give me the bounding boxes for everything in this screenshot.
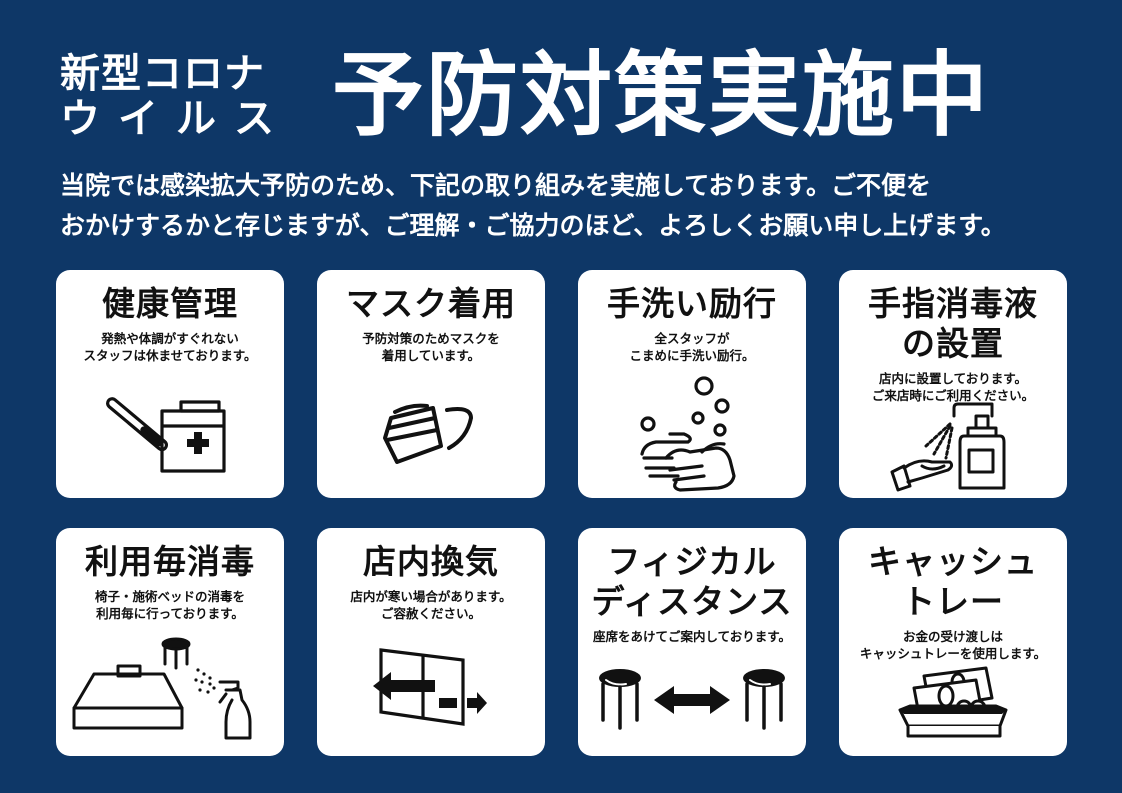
card-title-line: キャッシュ <box>868 542 1038 581</box>
card-desc-line: ご来店時にご利用ください。 <box>871 388 1035 403</box>
card-desc-line: こまめに手洗い励行。 <box>629 348 755 363</box>
card-title: 手洗い励行 <box>578 284 806 324</box>
window-ventilation-icon <box>373 648 487 726</box>
card-desc-line: ご容赦ください。 <box>380 606 481 621</box>
card-title-line: の設置 <box>902 324 1004 363</box>
card-health-management: 健康管理 発熱や体調がすぐれない スタッフは休ませております。 <box>56 270 284 498</box>
card-title: 健康管理 <box>56 284 284 324</box>
card-title: キャッシュ トレー <box>839 542 1067 622</box>
card-mask: マスク着用 予防対策のためマスクを 着用しています。 <box>317 270 545 498</box>
card-description: 椅子・施術ベッドの消毒を 利用毎に行っております。 <box>56 588 284 622</box>
card-title-line: 健康管理 <box>102 284 238 323</box>
card-title: フィジカル ディスタンス <box>578 542 806 622</box>
card-cash-tray: キャッシュ トレー お金の受け渡しは キャッシュトレーを使用します。 <box>839 528 1067 756</box>
thermometer-first-aid-kit-icon <box>106 397 226 473</box>
card-title-line: 利用毎消毒 <box>85 542 255 581</box>
cash-tray-icon <box>898 666 1008 738</box>
card-description: 店内に設置しております。 ご来店時にご利用ください。 <box>839 370 1067 404</box>
card-desc-line: キャッシュトレーを使用します。 <box>859 646 1047 661</box>
card-description: 予防対策のためマスクを 着用しています。 <box>317 330 545 364</box>
sub-title-line2: ウイルス <box>60 96 292 142</box>
card-desc-line: 発熱や体調がすぐれない <box>101 331 239 346</box>
card-desc-line: 椅子・施術ベッドの消毒を <box>94 589 245 604</box>
card-desc-line: 全スタッフが <box>654 331 730 346</box>
measures-grid: 健康管理 発熱や体調がすぐれない スタッフは休ませております。 <box>56 270 1067 756</box>
card-desc-line: 予防対策のためマスクを <box>362 331 500 346</box>
intro-line2: おかけするかと存じますが、ご理解・ご協力のほど、よろしくお願い申し上げます。 <box>60 211 1006 240</box>
card-description: お金の受け渡しは キャッシュトレーを使用します。 <box>839 628 1067 662</box>
card-description: 座席をあけてご案内しております。 <box>578 628 806 645</box>
hand-sanitizer-icon <box>890 402 1006 492</box>
card-title: 利用毎消毒 <box>56 542 284 582</box>
card-desc-line: スタッフは休ませております。 <box>83 348 257 363</box>
card-desc-line: 座席をあけてご案内しております。 <box>592 629 791 644</box>
intro-text: 当院では感染拡大予防のため、下記の取り組みを実施しております。ご不便を おかけす… <box>60 166 1090 246</box>
card-desc-line: 店内に設置しております。 <box>878 371 1027 386</box>
card-title-line: フィジカル <box>607 542 777 581</box>
card-title-line: 手指消毒液 <box>868 284 1038 323</box>
card-description: 全スタッフが こまめに手洗い励行。 <box>578 330 806 364</box>
sub-title: 新型コロナ ウイルス <box>60 52 310 142</box>
card-hand-washing: 手洗い励行 全スタッフが こまめに手洗い励行。 <box>578 270 806 498</box>
card-ventilation: 店内換気 店内が寒い場合があります。 ご容赦ください。 <box>317 528 545 756</box>
stools-distance-icon <box>599 669 785 730</box>
hand-washing-icon <box>640 376 736 492</box>
card-title-line: ディスタンス <box>591 582 793 621</box>
card-description: 発熱や体調がすぐれない スタッフは休ませております。 <box>56 330 284 364</box>
face-mask-icon <box>383 403 473 464</box>
card-title: マスク着用 <box>317 284 545 324</box>
card-title-line: 店内換気 <box>363 542 499 581</box>
card-title: 店内換気 <box>317 542 545 582</box>
card-physical-distance: フィジカル ディスタンス 座席をあけてご案内しております。 <box>578 528 806 756</box>
sub-title-line1: 新型コロナ <box>60 51 265 97</box>
card-desc-line: 利用毎に行っております。 <box>96 606 244 621</box>
card-desc-line: 着用しています。 <box>381 348 481 363</box>
disinfect-bed-spray-icon <box>72 637 252 740</box>
card-desc-line: 店内が寒い場合があります。 <box>350 589 512 604</box>
card-disinfect-each-use: 利用毎消毒 椅子・施術ベッドの消毒を 利用毎に行っております。 <box>56 528 284 756</box>
card-title-line: 手洗い励行 <box>607 284 777 323</box>
card-title-line: トレー <box>902 582 1004 621</box>
card-hand-sanitizer: 手指消毒液 の設置 店内に設置しております。 ご来店時にご利用ください。 <box>839 270 1067 498</box>
intro-line1: 当院では感染拡大予防のため、下記の取り組みを実施しております。ご不便を <box>60 171 932 200</box>
main-title: 予防対策実施中 <box>332 42 991 149</box>
card-title: 手指消毒液 の設置 <box>839 284 1067 364</box>
card-title-line: マスク着用 <box>346 284 516 323</box>
card-description: 店内が寒い場合があります。 ご容赦ください。 <box>317 588 545 622</box>
card-desc-line: お金の受け渡しは <box>902 629 1003 644</box>
